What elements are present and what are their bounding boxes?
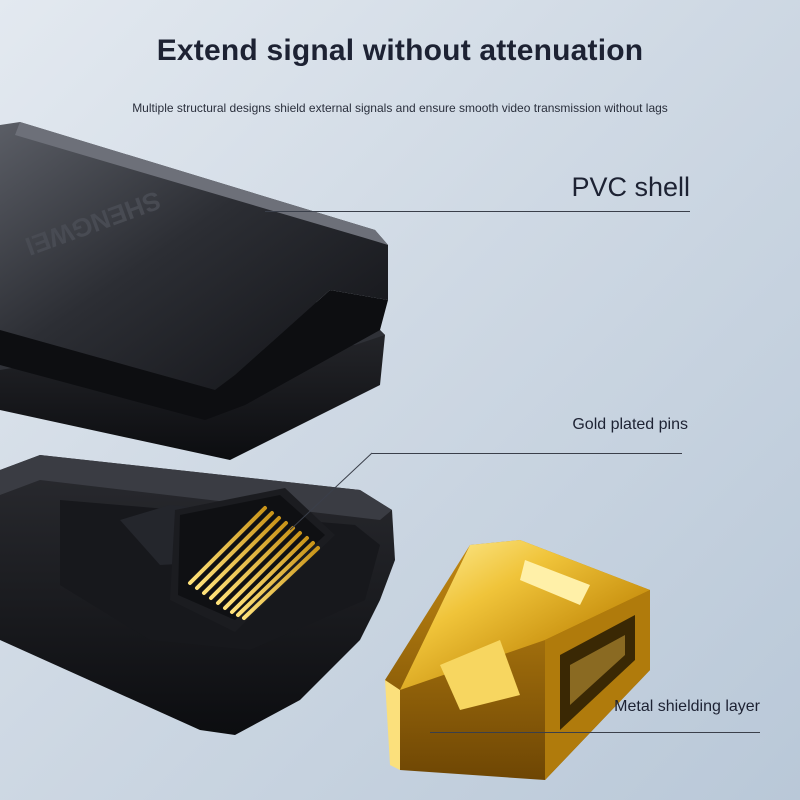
metal-shielding-socket [385,540,650,780]
pvc-shell-top: SHENGWEI [0,122,388,420]
gold-pin-connector [170,488,335,632]
callout-metal-shielding-label: Metal shielding layer [614,698,760,715]
callout-metal-shielding-leader [430,732,760,733]
callout-pvc-shell-label: PVC shell [571,172,690,202]
page-title: Extend signal without attenuation [156,34,644,67]
callout-pvc-shell-leader [265,211,690,212]
callout-gold-pins-leader [372,453,682,454]
page-subtitle: Multiple structural designs shield exter… [132,101,668,115]
callout-gold-pins-label: Gold plated pins [572,416,688,433]
